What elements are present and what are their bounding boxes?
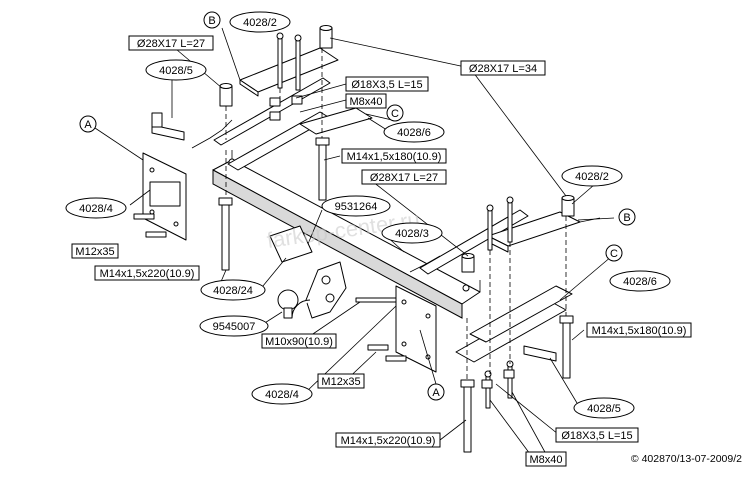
- label-washer-18x3-top: Ø18X3,5 L=15: [345, 76, 429, 92]
- ref-4028-6-top: 4028/6: [383, 121, 445, 143]
- callout-b-top: B: [203, 11, 221, 29]
- ref-4028-4-bottom: 4028/4: [251, 383, 313, 405]
- bolt-m14x180-top: [315, 137, 330, 201]
- ref-4028-3: 4028/3: [381, 222, 443, 244]
- label-bolt-m12x35-bottom: M12x35: [317, 373, 365, 389]
- svg-text:4028/2: 4028/2: [575, 171, 609, 183]
- svg-text:M12x35: M12x35: [75, 246, 114, 258]
- label-bolt-m14x220-left: M14x1,5x220(10.9): [94, 265, 200, 281]
- svg-text:M14x1,5x220(10.9): M14x1,5x220(10.9): [341, 435, 436, 447]
- ref-9545007: 9545007: [199, 315, 269, 337]
- svg-text:4028/2: 4028/2: [243, 17, 277, 29]
- bolt-m12x35-bottom: [367, 344, 407, 362]
- svg-text:9545007: 9545007: [213, 321, 256, 333]
- svg-text:Ø28X17 L=27: Ø28X17 L=27: [370, 172, 438, 184]
- svg-text:4028/24: 4028/24: [213, 285, 253, 297]
- copyright: © 402870/13-07-2009/2: [631, 453, 742, 465]
- svg-text:M14x1,5x180(10.9): M14x1,5x180(10.9): [347, 151, 442, 163]
- callout-a-bottom: A: [427, 383, 445, 401]
- washers-top: [269, 95, 303, 121]
- ref-9531264: 9531264: [321, 195, 391, 217]
- ref-4028-6-right: 4028/6: [609, 270, 671, 292]
- label-bolt-m14x180-top: M14x1,5x180(10.9): [341, 148, 447, 164]
- callout-b-right-text: B: [623, 212, 630, 224]
- bolt-m14x220-left: [218, 197, 233, 271]
- washers-bottom: [481, 369, 515, 389]
- bracket-4028-5-right: [523, 345, 557, 362]
- bolt-m12x35-left: [133, 213, 167, 238]
- ref-4028-4-left: 4028/4: [65, 197, 127, 219]
- bracket-4028-5-left: [151, 112, 185, 141]
- svg-text:M12x35: M12x35: [321, 376, 360, 388]
- upper-rail-right: [419, 209, 529, 275]
- svg-text:4028/6: 4028/6: [397, 127, 431, 139]
- bolt-m14x220-bottom: [460, 379, 475, 453]
- svg-text:4028/4: 4028/4: [79, 203, 113, 215]
- callout-c-top-text: C: [391, 108, 399, 120]
- spacer-28x17-l34: [319, 25, 333, 49]
- svg-text:4028/6: 4028/6: [623, 276, 657, 288]
- bolt-m14x180-right: [559, 315, 574, 379]
- label-nut-m8x40-top: M8x40: [345, 93, 387, 109]
- label-nut-m8x40-bottom: M8x40: [525, 451, 567, 467]
- callout-b-right: B: [618, 208, 636, 226]
- svg-text:M8x40: M8x40: [529, 454, 562, 466]
- svg-text:M14x1,5x220(10.9): M14x1,5x220(10.9): [100, 268, 195, 280]
- ref-4028-2-right: 4028/2: [561, 165, 623, 187]
- label-spacer-28x17-l27-mid: Ø28X17 L=27: [361, 169, 447, 185]
- svg-text:Ø18X3,5 L=15: Ø18X3,5 L=15: [561, 430, 632, 442]
- spacer-28x17-mid: [461, 253, 475, 273]
- label-bolt-m12x35-left: M12x35: [71, 243, 119, 259]
- socket-plate-4028-24: [269, 225, 313, 263]
- svg-text:M10x90(10.9): M10x90(10.9): [265, 336, 333, 348]
- plate-4028-6-top: [299, 107, 373, 135]
- plate-4028-6-right: [455, 285, 573, 363]
- small-bolts-bottom: [484, 360, 514, 409]
- svg-text:4028/4: 4028/4: [265, 389, 299, 401]
- label-bolt-m10x90: M10x90(10.9): [261, 333, 337, 349]
- callout-a-left-text: A: [84, 119, 92, 131]
- svg-text:4028/5: 4028/5: [587, 403, 621, 415]
- callout-c-right: C: [605, 244, 623, 262]
- svg-text:4028/5: 4028/5: [159, 65, 193, 77]
- bolt-m10x90: [355, 297, 397, 303]
- svg-text:M14x1,5x180(10.9): M14x1,5x180(10.9): [592, 325, 687, 337]
- label-bolt-m14x220-bottom: M14x1,5x220(10.9): [335, 432, 441, 448]
- callout-a-left: A: [79, 115, 97, 133]
- svg-text:9531264: 9531264: [335, 201, 378, 213]
- callout-c-right-text: C: [610, 248, 618, 260]
- svg-text:Ø18X3,5 L=15: Ø18X3,5 L=15: [351, 79, 422, 91]
- callout-a-bottom-text: A: [432, 387, 440, 399]
- label-washer-18x3-bottom: Ø18X3,5 L=15: [555, 427, 639, 443]
- tow-ball-9545007: [277, 261, 347, 319]
- svg-text:Ø28X17 L=34: Ø28X17 L=34: [469, 63, 537, 75]
- chain-links: [191, 119, 441, 273]
- ref-4028-5-right: 4028/5: [573, 397, 635, 419]
- crossbar-4028-3: [212, 150, 481, 319]
- svg-text:4028/3: 4028/3: [395, 228, 429, 240]
- label-bolt-m14x180-right: M14x1,5x180(10.9): [586, 322, 692, 338]
- label-spacer-28x17-l27-top: Ø28X17 L=27: [128, 35, 214, 51]
- side-plate-left: [142, 152, 187, 241]
- spacer-28x17-right: [561, 195, 575, 217]
- assembly-lines: [225, 48, 567, 380]
- bracket-4028-2-top: [239, 47, 339, 97]
- ref-4028-24: 4028/24: [200, 279, 266, 301]
- spacer-28x17-top: [219, 83, 233, 107]
- callout-c-top: C: [386, 104, 404, 122]
- ref-4028-2-top: 4028/2: [229, 11, 291, 33]
- svg-text:Ø28X17 L=27: Ø28X17 L=27: [137, 38, 205, 50]
- label-spacer-28x17-l34: Ø28X17 L=34: [460, 60, 546, 76]
- svg-text:M8x40: M8x40: [349, 96, 382, 108]
- ref-4028-5-left: 4028/5: [145, 59, 207, 81]
- callout-b-top-text: B: [208, 15, 215, 27]
